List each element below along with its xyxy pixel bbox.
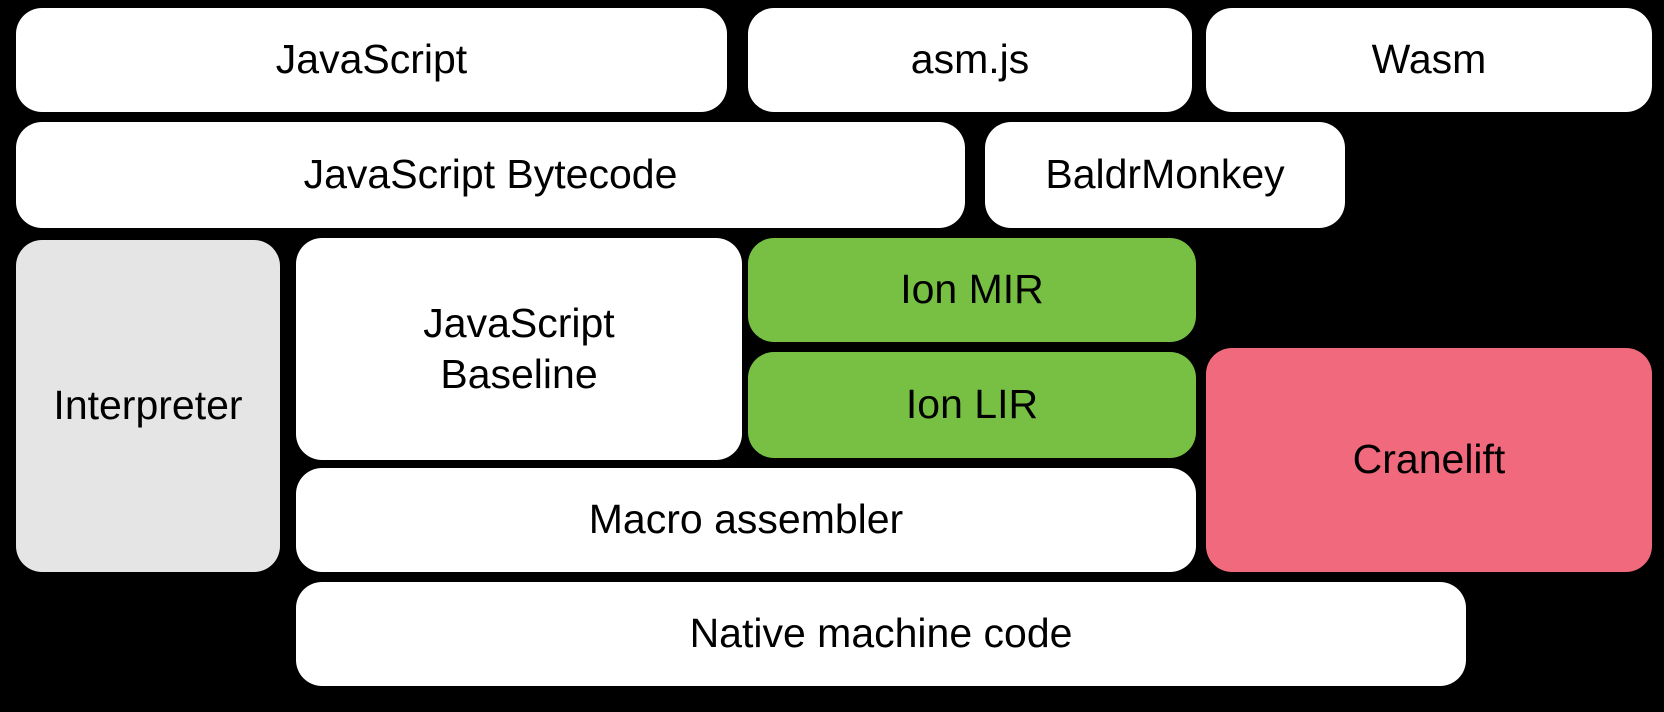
node-asmjs: asm.js [748, 8, 1192, 112]
node-native-machine-code: Native machine code [296, 582, 1466, 686]
node-js-baseline: JavaScript Baseline [296, 238, 742, 460]
node-js-bytecode: JavaScript Bytecode [16, 122, 965, 228]
node-macro-assembler: Macro assembler [296, 468, 1196, 572]
node-ion-lir-label: Ion LIR [905, 381, 1039, 428]
node-wasm-label: Wasm [1371, 36, 1487, 83]
node-cranelift-label: Cranelift [1352, 436, 1506, 483]
node-javascript: JavaScript [16, 8, 727, 112]
node-js-bytecode-label: JavaScript Bytecode [303, 151, 678, 198]
node-interpreter-label: Interpreter [53, 382, 243, 429]
node-interpreter: Interpreter [16, 240, 280, 572]
node-baldrmonkey-label: BaldrMonkey [1045, 151, 1285, 198]
node-javascript-label: JavaScript [275, 36, 468, 83]
node-ion-lir: Ion LIR [748, 352, 1196, 458]
node-ion-mir: Ion MIR [748, 238, 1196, 342]
node-macro-assembler-label: Macro assembler [588, 496, 904, 543]
node-js-baseline-label: JavaScript Baseline [423, 299, 615, 397]
node-native-machine-code-label: Native machine code [689, 610, 1073, 657]
node-ion-mir-label: Ion MIR [900, 266, 1044, 313]
node-baldrmonkey: BaldrMonkey [985, 122, 1345, 228]
node-wasm: Wasm [1206, 8, 1652, 112]
node-cranelift: Cranelift [1206, 348, 1652, 572]
node-asmjs-label: asm.js [910, 36, 1030, 83]
